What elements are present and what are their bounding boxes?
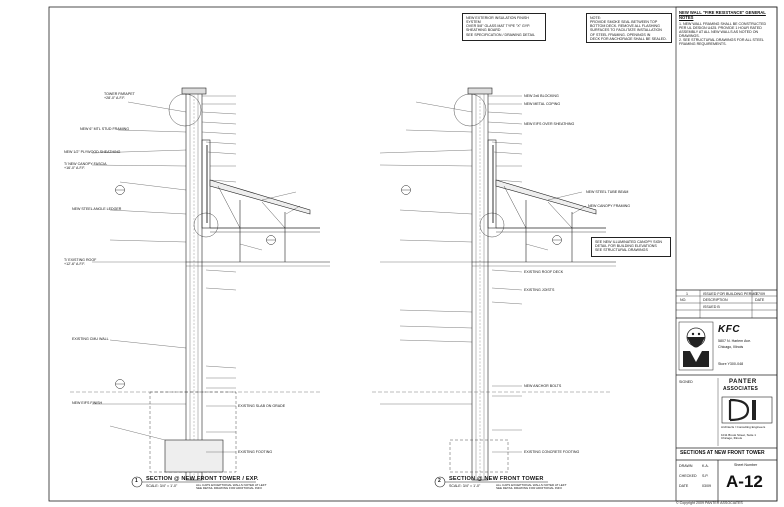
client-brand: KFC bbox=[718, 324, 741, 335]
architect-caption: Architects / Consulting Engineers bbox=[721, 425, 766, 429]
architect-name-line2: ASSOCIATES bbox=[723, 386, 759, 392]
callout-left: EXISTING FOOTING bbox=[238, 450, 273, 454]
job-field-value: K.A. bbox=[702, 464, 709, 468]
callout-right: EXISTING ROOF DECK bbox=[524, 270, 564, 274]
revision-note-box: SEE NEW ILLUMINATED CANOPY SIGN DETAIL F… bbox=[591, 237, 671, 257]
callout-left: NEW 1/2" PLYWOOD SHEATHING bbox=[64, 150, 121, 154]
section-right-note: ALL CAPS EXCEPTIONAL WALLS NOTED AT LEFT… bbox=[496, 483, 567, 491]
panter-logo-mark bbox=[721, 396, 773, 424]
section-right-geometry bbox=[372, 87, 616, 481]
section-right-number: 2 bbox=[438, 478, 441, 484]
callout-left: NEW STEEL ANGLE LEDGER bbox=[72, 207, 122, 211]
client-address-line2: Chicago, Illinois bbox=[718, 345, 744, 349]
callout-right: NEW STEEL TUBE BEAM bbox=[586, 190, 629, 194]
callout-right: NEW CANOPY FRAMING bbox=[588, 204, 631, 208]
section-left-note: ALL CAPS EXCEPTIONAL WALLS NOTED AT LEFT… bbox=[196, 483, 267, 491]
revision-header-description: DESCRIPTION bbox=[703, 298, 728, 302]
general-note-item: 1. NEW WALL FRAMING SHALL BE CONSTRUCTED… bbox=[679, 22, 767, 39]
job-field-value: S.P. bbox=[702, 474, 709, 478]
revision-header-no: NO. bbox=[680, 298, 687, 302]
section-right-title: SECTION @ NEW FRONT TOWER bbox=[449, 476, 544, 482]
section-left-number: 1 bbox=[135, 478, 138, 484]
callout-right: NEW 2x6 BLOCKING bbox=[524, 94, 559, 98]
architect-address: 1011 Brook Street, Suite 1 Chicago, Illi… bbox=[721, 433, 756, 441]
top-right-note: NOTE: PROVIDE SMOKE SEAL BETWEEN TOP BOT… bbox=[586, 13, 672, 43]
architect-name-line1: PANTER bbox=[729, 379, 757, 385]
section-left-scale: SCALE: 3/4" = 1'-0" bbox=[146, 484, 178, 488]
callout-left: TOWER PARAPET +28'-0" A.F.F. bbox=[104, 92, 135, 101]
section-right-scale: SCALE: 3/4" = 1'-0" bbox=[449, 484, 481, 488]
sheet-number-label: Sheet Number bbox=[734, 463, 758, 467]
job-field-label: CHECKED bbox=[679, 474, 697, 478]
title-block-frame bbox=[675, 6, 778, 502]
top-center-note: NEW EXTERIOR INSULATION FINISH SYSTEM OV… bbox=[462, 13, 546, 41]
sheet-label: SECTIONS AT NEW FRONT TOWER bbox=[680, 450, 765, 456]
revision-row-no: 1 bbox=[686, 292, 688, 296]
kfc-colonel-logo bbox=[678, 321, 714, 371]
callout-left: NEW 6" MTL STUD FRAMING bbox=[80, 127, 130, 131]
callout-left: T/ NEW CANOPY FASCIA +16'-0" A.F.F. bbox=[64, 162, 107, 171]
sheet-number: A-12 bbox=[726, 472, 763, 491]
client-store: Store Y300-048 bbox=[718, 362, 744, 366]
job-field-label: DATE bbox=[679, 484, 689, 488]
section-left-geometry bbox=[70, 87, 330, 481]
client-address-line1: 5807 N. Harlem Ave. bbox=[718, 339, 752, 343]
issued-label: ISSUED B bbox=[703, 305, 720, 309]
callout-left: NEW EIFS FINISH bbox=[72, 401, 103, 405]
callout-right: EXISTING JOISTS bbox=[524, 288, 555, 292]
job-field-value: 03/09 bbox=[702, 484, 711, 488]
callout-right: NEW METAL COPING bbox=[524, 102, 561, 106]
callout-left: T/ EXISTING ROOF +12'-6" A.F.F. bbox=[64, 258, 97, 267]
callout-right: EXISTING CONCRETE FOOTING bbox=[524, 450, 580, 454]
callout-right: NEW ANCHOR BOLTS bbox=[524, 384, 562, 388]
section-left-title: SECTION @ NEW FRONT TOWER / EXP. bbox=[146, 476, 259, 482]
general-notes-title: NEW WALL "FIRE RESISTANCE" GENERAL NOTES bbox=[679, 10, 766, 20]
revision-row-date: 3/7/09 bbox=[755, 292, 765, 296]
stamp-label: SIGNED bbox=[679, 380, 693, 384]
callout-right: NEW EIFS OVER SHEATHING bbox=[524, 122, 575, 126]
revision-header-date: DATE bbox=[755, 298, 765, 302]
callout-left: EXISTING SLAB ON GRADE bbox=[238, 404, 286, 408]
job-field-label: DRAWN bbox=[679, 464, 693, 468]
general-note-item: 2. SEE STRUCTURAL DRAWINGS FOR ALL STEEL… bbox=[679, 38, 764, 47]
copyright-footer: © Copyright 2009 PANTER ASSOCIATES bbox=[676, 501, 743, 505]
callout-left: EXISTING CMU WALL bbox=[72, 337, 109, 341]
revision-row-description: ISSUED FOR BUILDING PERMIT bbox=[703, 292, 758, 296]
section-title-markers bbox=[131, 476, 548, 488]
